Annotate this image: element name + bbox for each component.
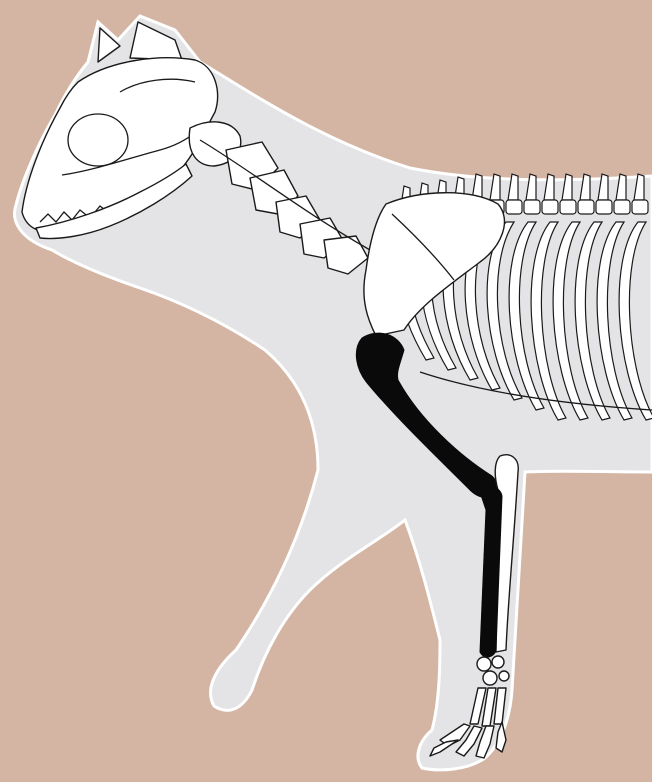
thoracic-vertebra (578, 200, 594, 214)
carpal-bone (492, 656, 504, 668)
carpal-bone (483, 671, 497, 685)
thoracic-vertebra (542, 200, 558, 214)
carpal-bone (499, 671, 509, 681)
thoracic-vertebra (614, 200, 630, 214)
thoracic-vertebra (506, 200, 522, 214)
carpal-bone (477, 657, 491, 671)
thoracic-vertebra (560, 200, 576, 214)
thoracic-vertebra (524, 200, 540, 214)
thoracic-vertebra (632, 200, 648, 214)
thoracic-vertebra (596, 200, 612, 214)
